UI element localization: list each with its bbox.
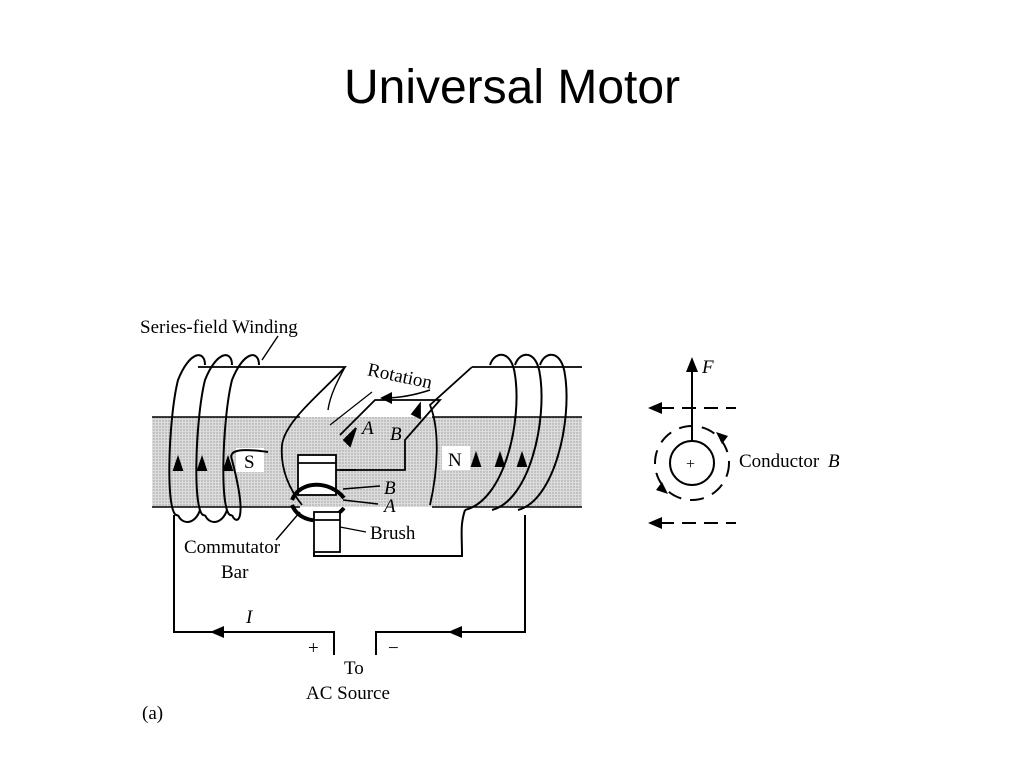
- force-label: F: [701, 357, 714, 378]
- plus-terminal-label: +: [308, 638, 319, 659]
- figure-tag: (a): [142, 703, 163, 724]
- commutator-assembly: [290, 454, 356, 553]
- series-field-winding-label: Series-field Winding: [140, 317, 298, 338]
- brush-leaders: [339, 485, 381, 533]
- brush-a-label: A: [382, 496, 396, 517]
- conductor-a-label: A: [360, 418, 374, 439]
- north-pole-piece: [428, 366, 582, 506]
- current-arrow-left: [210, 626, 224, 638]
- field-lines-dashed: [648, 402, 736, 529]
- conductor-b-label: B: [390, 424, 402, 445]
- commutator-leader-line: [275, 511, 301, 541]
- conductor-name: B: [828, 451, 840, 472]
- armature-loop: [329, 391, 442, 471]
- south-pole-piece: [198, 366, 347, 506]
- brush-b-label: B: [384, 478, 396, 499]
- ac-source-label: AC Source: [306, 683, 390, 704]
- conductor-plus-symbol: +: [686, 456, 695, 473]
- right-field-coils: [460, 353, 568, 556]
- conductor-b-cross-section: [654, 425, 730, 501]
- commutator-label: Commutator: [184, 537, 281, 558]
- winding-leader-line: [261, 335, 279, 361]
- current-label: I: [245, 607, 254, 628]
- south-pole-label: S: [244, 452, 255, 473]
- conductor-label: Conductor B: [739, 451, 840, 472]
- rotation-label: Rotation: [366, 359, 435, 393]
- north-pole-label: N: [448, 450, 462, 471]
- left-field-coils: [168, 354, 269, 523]
- source-to-label: To: [344, 658, 364, 679]
- rotation-arrow: [380, 389, 431, 404]
- commutator-bar-label: Bar: [221, 562, 249, 583]
- external-circuit: [173, 515, 526, 655]
- brush-label: Brush: [370, 523, 416, 544]
- page-title: Universal Motor: [343, 61, 681, 114]
- current-arrow-right: [448, 626, 462, 638]
- conductor-label-text: Conductor: [739, 451, 820, 472]
- minus-terminal-label: −: [388, 638, 399, 659]
- force-arrow: [686, 357, 698, 443]
